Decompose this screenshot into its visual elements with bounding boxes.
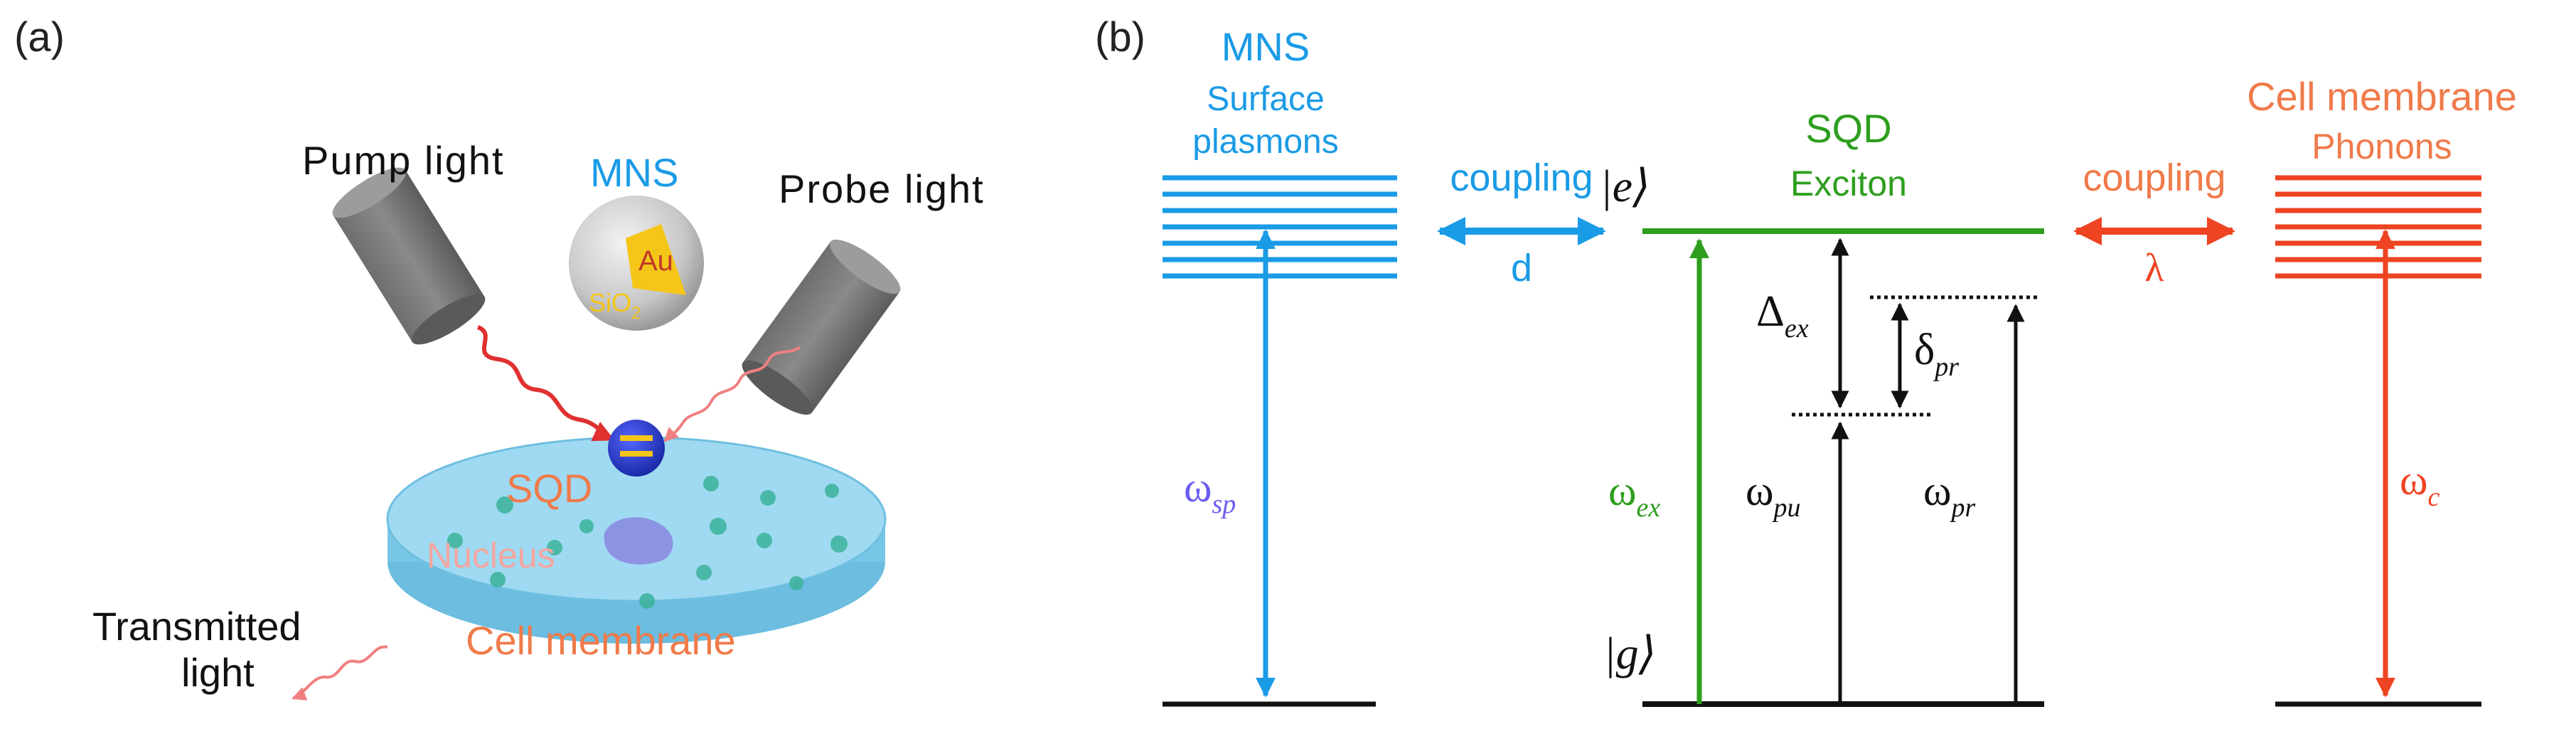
panel-a: (a) [14, 14, 985, 701]
membrane-label: Cell membrane [466, 618, 736, 663]
mns-label-a: MNS [590, 150, 678, 195]
sqd-title: SQD [1805, 106, 1891, 151]
nucleus-shape [604, 517, 673, 565]
probe-light-label: Probe light [779, 166, 985, 211]
sqd-dot [608, 420, 665, 477]
sio2-label: SiO2 [589, 288, 641, 323]
coupling-left-symbol: d [1511, 247, 1532, 289]
sqd-sub: Exciton [1790, 164, 1907, 203]
coupling-right-label: coupling [2083, 156, 2225, 199]
panel-a-tag: (a) [14, 14, 65, 60]
cell-organelles [447, 476, 848, 609]
phonon-levels [2275, 175, 2481, 279]
delta-pr-label: δpr [1914, 326, 1959, 382]
cell-title: Cell membrane [2247, 74, 2517, 119]
pump-light-label: Pump light [302, 138, 505, 183]
omega-c-label: ωc [2400, 457, 2440, 512]
panel-b-tag: (b) [1095, 14, 1145, 60]
panel-b: (b) MNS Surface plasmons ωsp coupling d … [1095, 14, 2517, 707]
coupling-right-symbol: λ [2144, 246, 2164, 290]
nucleus-label: Nucleus [427, 536, 555, 575]
mns-title: MNS [1222, 24, 1310, 69]
omega-ex-label: ωex [1608, 467, 1660, 523]
pump-light-source [332, 167, 486, 345]
mns-particle [569, 196, 704, 331]
omega-pr-label: ωpr [1923, 467, 1976, 523]
omega-pu-label: ωpu [1746, 467, 1801, 523]
probe-light-source [742, 239, 901, 415]
sqd-label-a: SQD [506, 466, 592, 511]
transmitted-label-line1: Transmitted [92, 604, 301, 649]
cell-sub: Phonons [2312, 127, 2452, 166]
transmitted-label-line2: light [181, 650, 255, 695]
delta-ex-label: Δex [1756, 287, 1809, 344]
transmitted-wave [292, 645, 388, 701]
mns-sub1: Surface [1207, 80, 1324, 118]
coupling-left-label: coupling [1450, 156, 1593, 199]
ket-g: |g⟩ [1603, 628, 1657, 679]
probe-wave [663, 346, 801, 442]
pump-wave [476, 325, 615, 442]
omega-sp-label: ωsp [1184, 464, 1236, 519]
mns-sub2: plasmons [1192, 123, 1338, 161]
au-label: Au [638, 245, 673, 277]
plasmon-levels [1163, 175, 1397, 279]
ket-e: |e⟩ [1600, 161, 1650, 211]
